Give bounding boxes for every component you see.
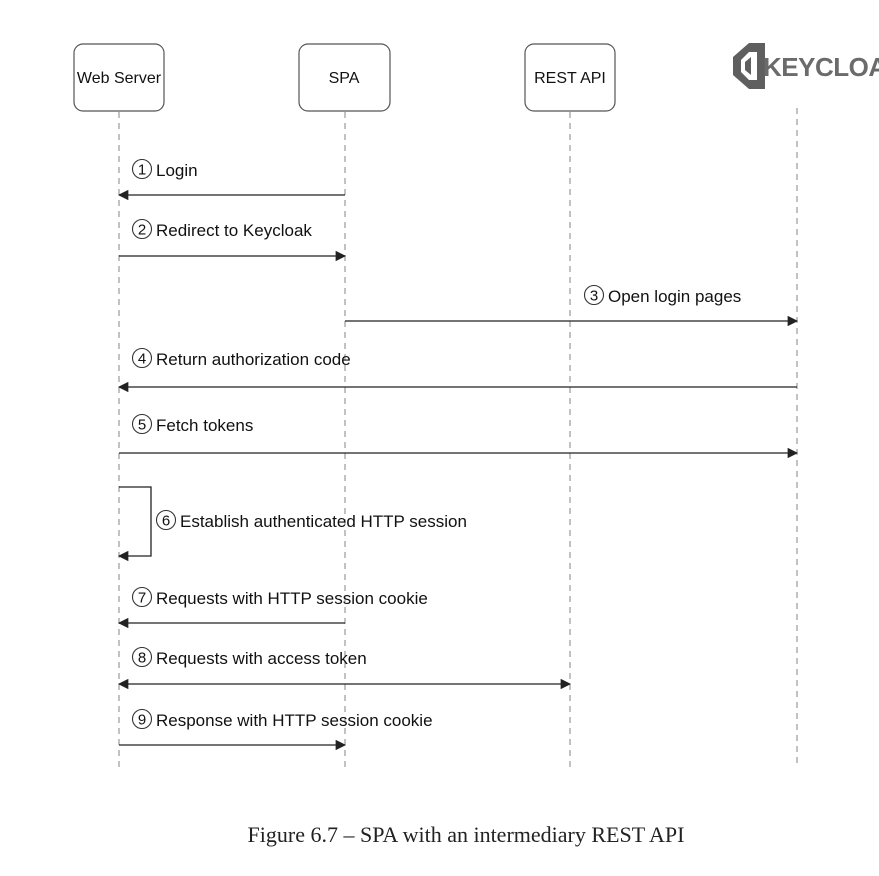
self-call-arrow: [117, 486, 152, 562]
step-number-badge: [583, 284, 605, 306]
keycloak-logo: KEYCLOAK: [733, 43, 879, 89]
step-number-badge: [131, 708, 153, 730]
keycloak-logo-text: KEYCLOAK: [763, 52, 879, 82]
step-number-badge: [131, 413, 153, 435]
message-label: Login: [156, 161, 198, 180]
message-label: Requests with HTTP session cookie: [156, 589, 428, 608]
step-number: 7: [138, 590, 146, 607]
step-number: 5: [138, 417, 146, 434]
message-label: Redirect to Keycloak: [156, 221, 312, 240]
step-number: 8: [138, 650, 146, 667]
message-9: 9 Response with HTTP session cookie: [119, 708, 433, 751]
step-number: 3: [590, 288, 598, 305]
message-2: 2 Redirect to Keycloak: [119, 218, 347, 262]
message-label: Open login pages: [608, 287, 741, 306]
step-number-badge: [131, 347, 153, 369]
message-4: 4 Return authorization code: [117, 347, 797, 393]
step-number: 2: [138, 222, 146, 239]
participant-rest-api: REST API: [524, 43, 616, 112]
participant-label: SPA: [329, 70, 360, 87]
step-number-badge: [131, 646, 153, 668]
participant-spa: SPA: [298, 43, 391, 112]
message-7: 7 Requests with HTTP session cookie: [117, 586, 428, 629]
step-number: 6: [162, 513, 170, 530]
message-8: 8 Requests with access token: [117, 646, 572, 690]
participant-label: REST API: [534, 70, 606, 87]
message-label: Response with HTTP session cookie: [156, 711, 433, 730]
step-number: 9: [138, 712, 146, 729]
participant-web-server: Web Server: [73, 43, 165, 112]
step-number: 4: [138, 351, 146, 368]
message-label: Return authorization code: [156, 350, 351, 369]
message-5: 5 Fetch tokens: [119, 413, 799, 459]
step-number-badge: [131, 158, 153, 180]
step-number-badge: [131, 586, 153, 608]
step-number-badge: [131, 218, 153, 240]
message-1: 1 Login: [117, 158, 345, 201]
message-label: Fetch tokens: [156, 416, 253, 435]
message-3: 3 Open login pages: [345, 284, 799, 327]
participant-label: Web Server: [77, 70, 162, 87]
message-label: Requests with access token: [156, 649, 367, 668]
message-6: 6 Establish authenticated HTTP session: [117, 486, 467, 562]
message-label: Establish authenticated HTTP session: [180, 512, 467, 531]
step-number: 1: [138, 162, 146, 179]
step-number-badge: [155, 509, 177, 531]
figure-caption: Figure 6.7 – SPA with an intermediary RE…: [248, 822, 685, 847]
